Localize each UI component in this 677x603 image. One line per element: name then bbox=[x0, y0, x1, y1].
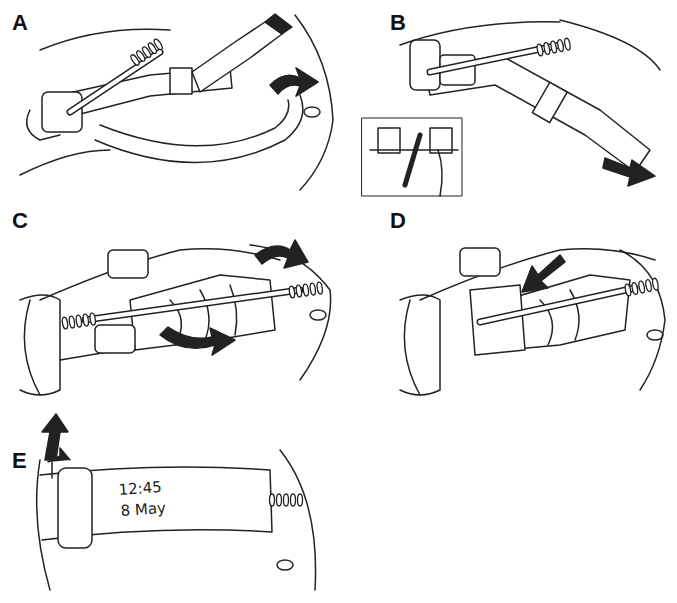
panel-e-drawing bbox=[37, 414, 316, 590]
panel-letter: C bbox=[12, 208, 28, 234]
panel-c-drawing bbox=[20, 240, 331, 395]
panel-letter: D bbox=[390, 208, 406, 234]
panel-letter: A bbox=[12, 10, 28, 36]
panel-b-drawing bbox=[362, 20, 660, 196]
date-note: 8 May bbox=[120, 499, 166, 520]
panel-d-drawing bbox=[400, 248, 665, 395]
panel-letter: E bbox=[12, 448, 27, 474]
time-note: 12:45 bbox=[118, 478, 162, 499]
panel-letter: B bbox=[390, 10, 406, 36]
panel-a-drawing bbox=[20, 14, 333, 190]
